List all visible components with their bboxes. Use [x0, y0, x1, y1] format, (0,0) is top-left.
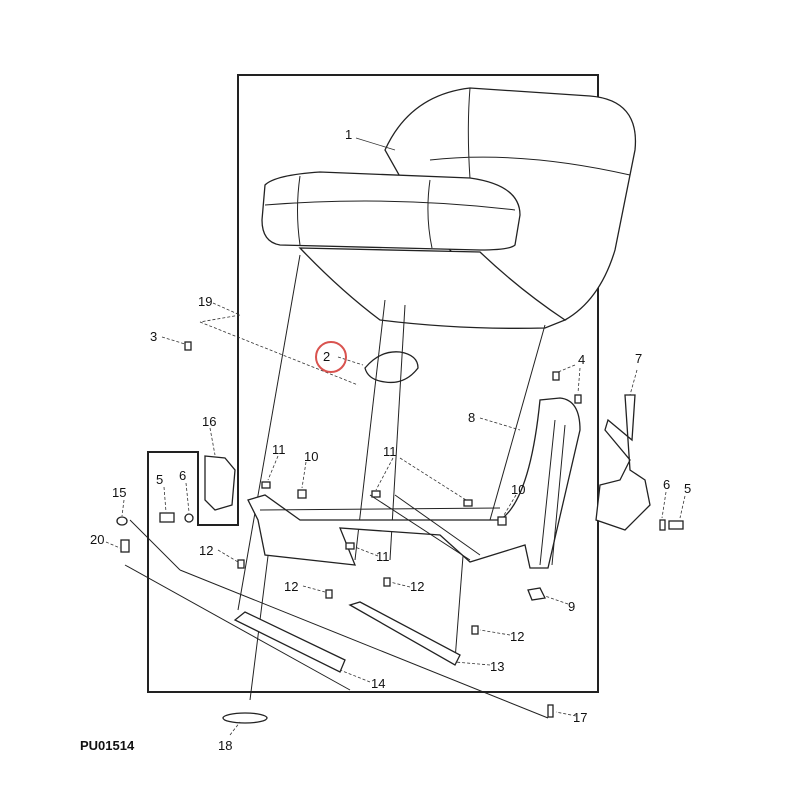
callout-4[interactable]: 4 — [578, 352, 585, 367]
callout-11[interactable]: 11 — [383, 444, 397, 459]
seat-belt — [595, 394, 651, 531]
callout-7[interactable]: 7 — [635, 351, 642, 366]
callout-3[interactable]: 3 — [150, 329, 157, 344]
callout-12[interactable]: 12 — [199, 543, 213, 558]
callout-10[interactable]: 10 — [511, 482, 525, 497]
armrest-bracket — [204, 455, 236, 511]
callout-9[interactable]: 9 — [568, 599, 575, 614]
callout-15[interactable]: 15 — [112, 485, 126, 500]
callout-17[interactable]: 17 — [573, 710, 587, 725]
callout-12[interactable]: 12 — [510, 629, 524, 644]
callout-20[interactable]: 20 — [90, 532, 104, 547]
callout-14[interactable]: 14 — [371, 676, 385, 691]
callout-5[interactable]: 5 — [684, 481, 691, 496]
callout-10[interactable]: 10 — [304, 449, 318, 464]
seat-pan — [298, 247, 567, 329]
seat-slide-right — [348, 601, 461, 666]
callout-8[interactable]: 8 — [468, 410, 475, 425]
callout-12[interactable]: 12 — [284, 579, 298, 594]
callout-12[interactable]: 12 — [410, 579, 424, 594]
diagram-caption: PU01514 — [80, 738, 135, 753]
hardware — [116, 341, 684, 724]
callout-2[interactable]: 2 — [323, 349, 330, 364]
callout-11[interactable]: 11 — [272, 442, 286, 457]
callout-11[interactable]: 11 — [376, 549, 390, 564]
seat-cushion — [261, 171, 521, 251]
callout-16[interactable]: 16 — [202, 414, 216, 429]
callout-6[interactable]: 6 — [179, 468, 186, 483]
callout-5[interactable]: 5 — [156, 472, 163, 487]
seat-base-frame — [247, 397, 581, 569]
seat-slide-left — [233, 611, 346, 673]
highlight-circle — [315, 341, 347, 373]
leader-lines — [105, 137, 686, 736]
callout-1[interactable]: 1 — [345, 127, 352, 142]
callout-labels: 1 2 3 4 5 6 7 8 9 10 10 11 11 11 12 12 1… — [90, 127, 691, 753]
callout-13[interactable]: 13 — [490, 659, 504, 674]
callout-19[interactable]: 19 — [198, 294, 212, 309]
callout-18[interactable]: 18 — [218, 738, 232, 753]
seat-switch — [364, 351, 419, 384]
callout-6[interactable]: 6 — [663, 477, 670, 492]
